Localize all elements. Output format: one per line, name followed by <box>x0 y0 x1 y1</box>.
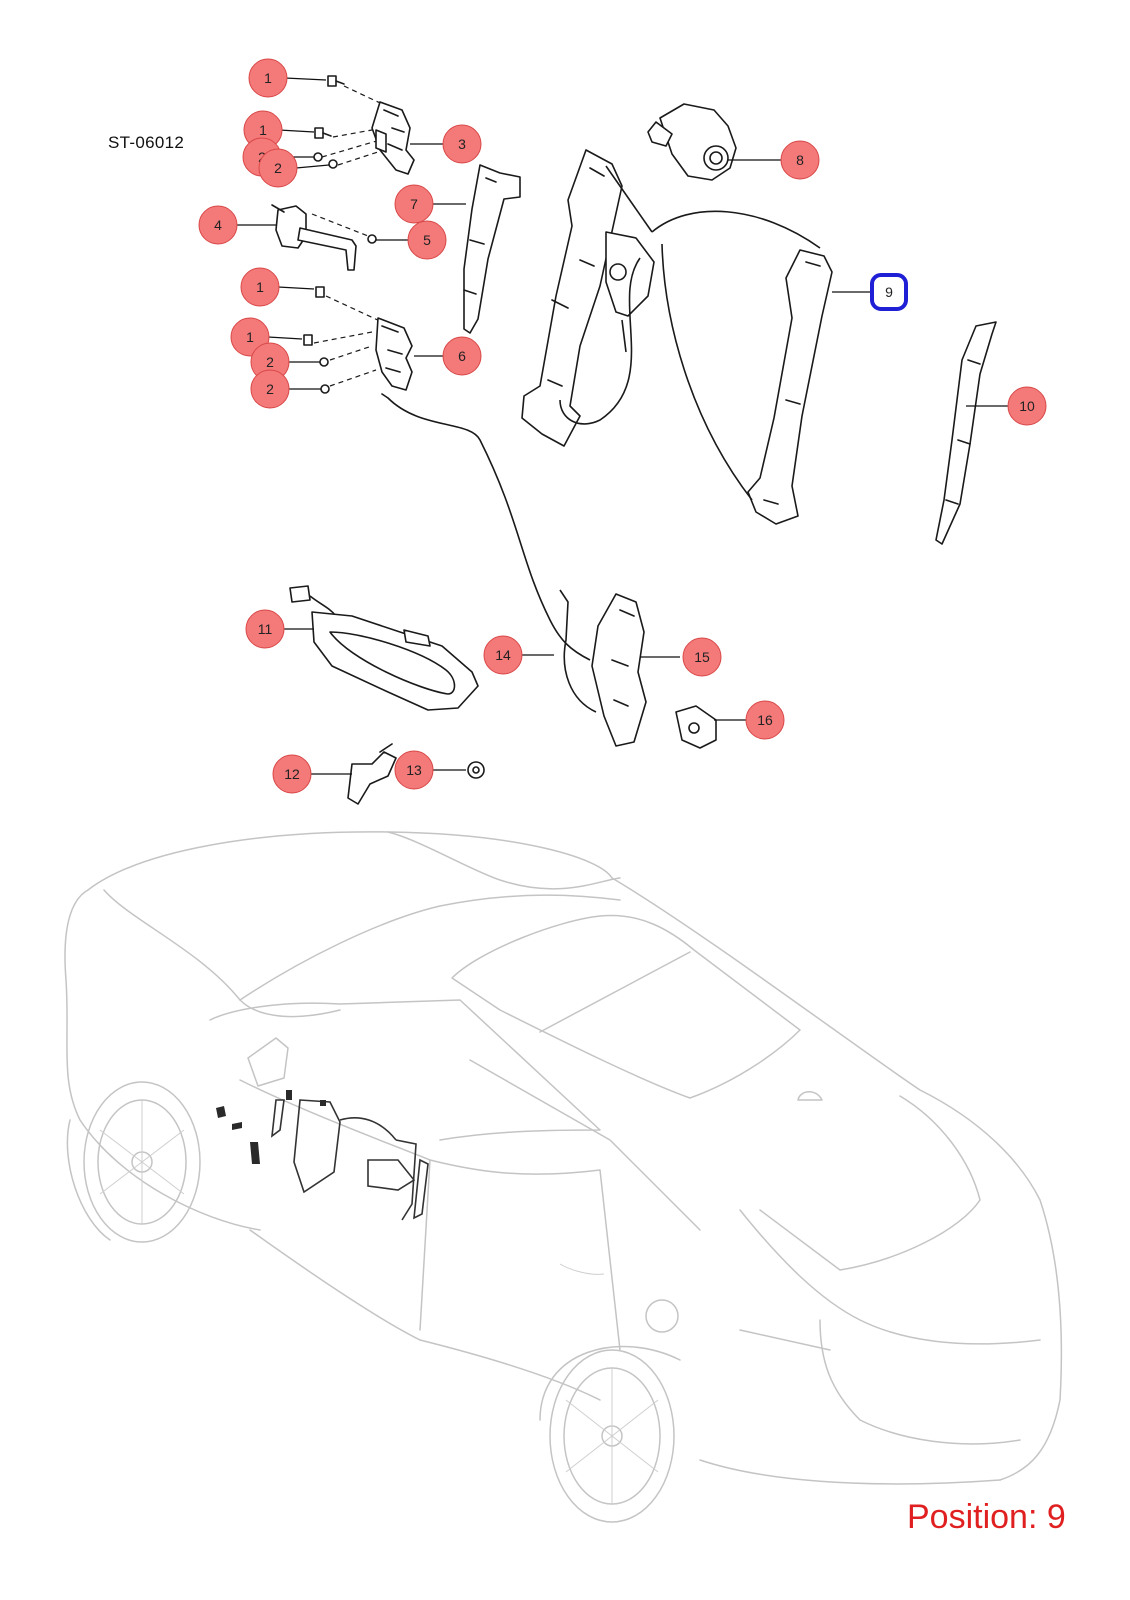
callout-1-bolt-lower[interactable]: 1 <box>240 267 280 307</box>
callout-4-door-check[interactable]: 4 <box>198 205 238 245</box>
callout-2-nut-upper-2[interactable]: 2 <box>258 148 298 188</box>
svg-text:1: 1 <box>264 70 272 86</box>
window-regulator <box>521 149 833 525</box>
rear-glass-channel <box>935 321 997 545</box>
window-motor <box>647 103 737 181</box>
callout-3-upper-hinge[interactable]: 3 <box>442 124 482 164</box>
svg-text:10: 10 <box>1019 398 1035 414</box>
svg-text:2: 2 <box>266 354 274 370</box>
vehicle-outline <box>64 831 1063 1523</box>
svg-text:1: 1 <box>259 122 267 138</box>
callout-11-door-handle[interactable]: 11 <box>245 609 285 649</box>
callout-6-lower-hinge[interactable]: 6 <box>442 336 482 376</box>
upper-hinge-assembly <box>313 75 415 175</box>
svg-text:8: 8 <box>796 152 804 168</box>
svg-text:5: 5 <box>423 232 431 248</box>
outside-door-handle <box>289 585 479 711</box>
svg-text:3: 3 <box>458 136 466 152</box>
nut <box>467 761 485 779</box>
svg-text:11: 11 <box>258 621 273 637</box>
svg-text:2: 2 <box>266 381 274 397</box>
svg-text:4: 4 <box>214 217 222 233</box>
callout-2-nut-lower-2[interactable]: 2 <box>250 369 290 409</box>
callout-16-striker[interactable]: 16 <box>745 700 785 740</box>
position-label: Position: 9 <box>907 1498 1066 1536</box>
svg-text:1: 1 <box>246 329 254 345</box>
callout-10-rear-channel[interactable]: 10 <box>1007 386 1047 426</box>
leader-lines <box>236 77 1008 775</box>
callout-9-window-regulator[interactable]: 9 <box>870 273 908 311</box>
door-parts-overlay <box>216 1090 429 1221</box>
callout-8-window-motor[interactable]: 8 <box>780 140 820 180</box>
callout-1-bolt-upper[interactable]: 1 <box>248 58 288 98</box>
svg-text:9: 9 <box>885 284 893 300</box>
callout-13-nut[interactable]: 13 <box>394 750 434 790</box>
svg-text:6: 6 <box>458 348 466 364</box>
svg-text:15: 15 <box>694 649 710 665</box>
svg-text:12: 12 <box>284 766 300 782</box>
door-striker <box>675 705 717 749</box>
door-check-strap <box>271 204 377 271</box>
callout-7-front-channel[interactable]: 7 <box>394 184 434 224</box>
callout-15-door-latch[interactable]: 15 <box>682 637 722 677</box>
callout-12-lock-cylinder[interactable]: 12 <box>272 754 312 794</box>
diagram-code: ST-06012 <box>108 133 185 152</box>
svg-text:16: 16 <box>757 712 773 728</box>
svg-text:14: 14 <box>495 647 511 663</box>
lock-cylinder <box>347 743 397 805</box>
svg-text:1: 1 <box>256 279 264 295</box>
door-latch <box>559 589 647 747</box>
svg-text:2: 2 <box>274 160 282 176</box>
callout-5-bolt-check[interactable]: 5 <box>407 220 447 260</box>
front-glass-channel <box>463 164 521 334</box>
svg-text:13: 13 <box>406 762 422 778</box>
lower-hinge-assembly <box>303 286 413 394</box>
svg-text:7: 7 <box>410 196 418 212</box>
callout-14-latch-rod[interactable]: 14 <box>483 635 523 675</box>
